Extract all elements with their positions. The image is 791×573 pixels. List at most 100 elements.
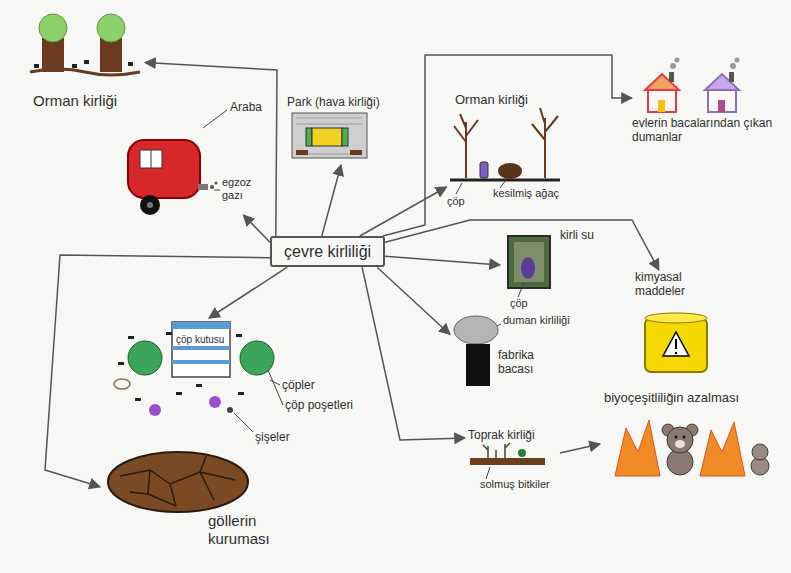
callout-label: çöp [510,297,528,310]
plant [518,449,526,457]
animal [675,436,678,439]
concept-label: Araba [230,100,262,114]
trash-bag [240,341,274,375]
leader-line [268,370,283,405]
litter-dot [118,362,124,365]
bin-stripe [172,360,230,364]
chimney [729,72,734,82]
callout-label: çöp [447,195,465,208]
callout-label: çöp poşetleri [285,398,353,412]
park-table [350,150,362,155]
car-window [140,150,162,168]
callout-label: şişeler [255,430,290,444]
litter [149,404,161,416]
leader-line [234,413,253,432]
car-wheel [140,195,160,215]
litter-dot [238,392,244,395]
leader-line [500,180,506,188]
concept-label: kirli su [560,228,594,242]
house-door [718,100,725,112]
callout-label: solmuş bitkiler [480,478,550,491]
concept-region: Orman kirliği [25,12,145,113]
bin-stripe [172,322,230,329]
dirty-water [514,242,544,282]
soil [470,458,545,465]
litter-dot [128,62,133,66]
connector-arrow [383,55,632,236]
fire [615,420,660,476]
bare-tree [454,114,478,178]
concept-region: biyoçeşitliliğin azalması [600,390,785,480]
park-hatch [296,118,362,154]
connector-arrow [560,444,600,453]
warning-sign [663,332,689,356]
concept-region: Orman kirliği [440,92,570,187]
litter-dot [166,332,172,335]
concept-label: fabrika bacası [498,348,560,377]
callout-label: egzoz gazı [222,176,262,202]
wilted-plant [483,443,510,458]
chemical-barrel [645,318,707,372]
exhaust-pipe [198,184,208,190]
concept-region: göllerin kuruması [100,450,300,555]
car-window [151,150,152,168]
bottle [227,407,233,413]
concept-region: çöp kutusu [110,318,275,428]
tree-crown [39,14,67,42]
connector-arrow [145,63,277,237]
house-door [658,100,665,112]
callout-label: kesilmiş ağaç [493,187,559,200]
concept-label: kimyasal maddeler [635,270,725,299]
leader-line [270,380,280,385]
litter-dot [128,336,134,339]
tree-trunk [42,38,64,72]
litter-dot [34,64,39,68]
bench-side [342,128,348,146]
litter-dot [72,64,77,68]
concept-label: Toprak kirliği [468,428,535,442]
concept-label: Park (hava kirliği) [287,95,380,109]
bin-stripe [172,346,230,350]
park-area [292,113,367,158]
car-body [128,140,200,198]
factory-chimney [466,344,490,386]
dirty-water [508,236,550,288]
house [648,90,676,112]
litter-dot [236,334,242,337]
leader-line [518,283,524,297]
leader-line [497,324,501,326]
bench-side [306,128,312,146]
chimney-smoke [735,58,740,63]
litter-dot [196,384,202,387]
chimney-smoke [670,63,676,69]
connector-arrow [362,267,465,440]
concept-label: göllerin kuruması [208,512,293,548]
connector-arrow [243,215,270,242]
house [708,90,736,112]
concept-label: çöp kutusu [176,334,224,346]
tree-stump [498,163,522,179]
animal [683,436,686,439]
warning-sign [675,339,677,349]
exhaust-smoke [215,182,218,185]
chimney [669,72,674,82]
trash-bin [172,322,230,377]
concept-title: çevre kirliliği [284,242,371,261]
concept-label: evlerin bacalarından çıkan dumanlar [632,116,777,145]
central-concept-box: çevre kirliliği [270,236,385,267]
chimney-smoke [675,58,680,63]
litter [209,396,221,408]
callout-label: duman kirliliği [503,314,570,327]
litter-dot [84,60,89,64]
dried-lake [108,452,248,512]
leader-line [214,190,220,191]
connector-arrow [377,267,450,334]
fire [700,422,745,476]
concept-region: Park (hava kirliği) [285,95,397,165]
litter-dot [176,392,182,395]
concept-region: kimyasal maddeler [635,270,730,375]
connector-arrow [209,267,287,318]
tree-trunk [100,38,122,72]
chemical-barrel [645,313,707,323]
